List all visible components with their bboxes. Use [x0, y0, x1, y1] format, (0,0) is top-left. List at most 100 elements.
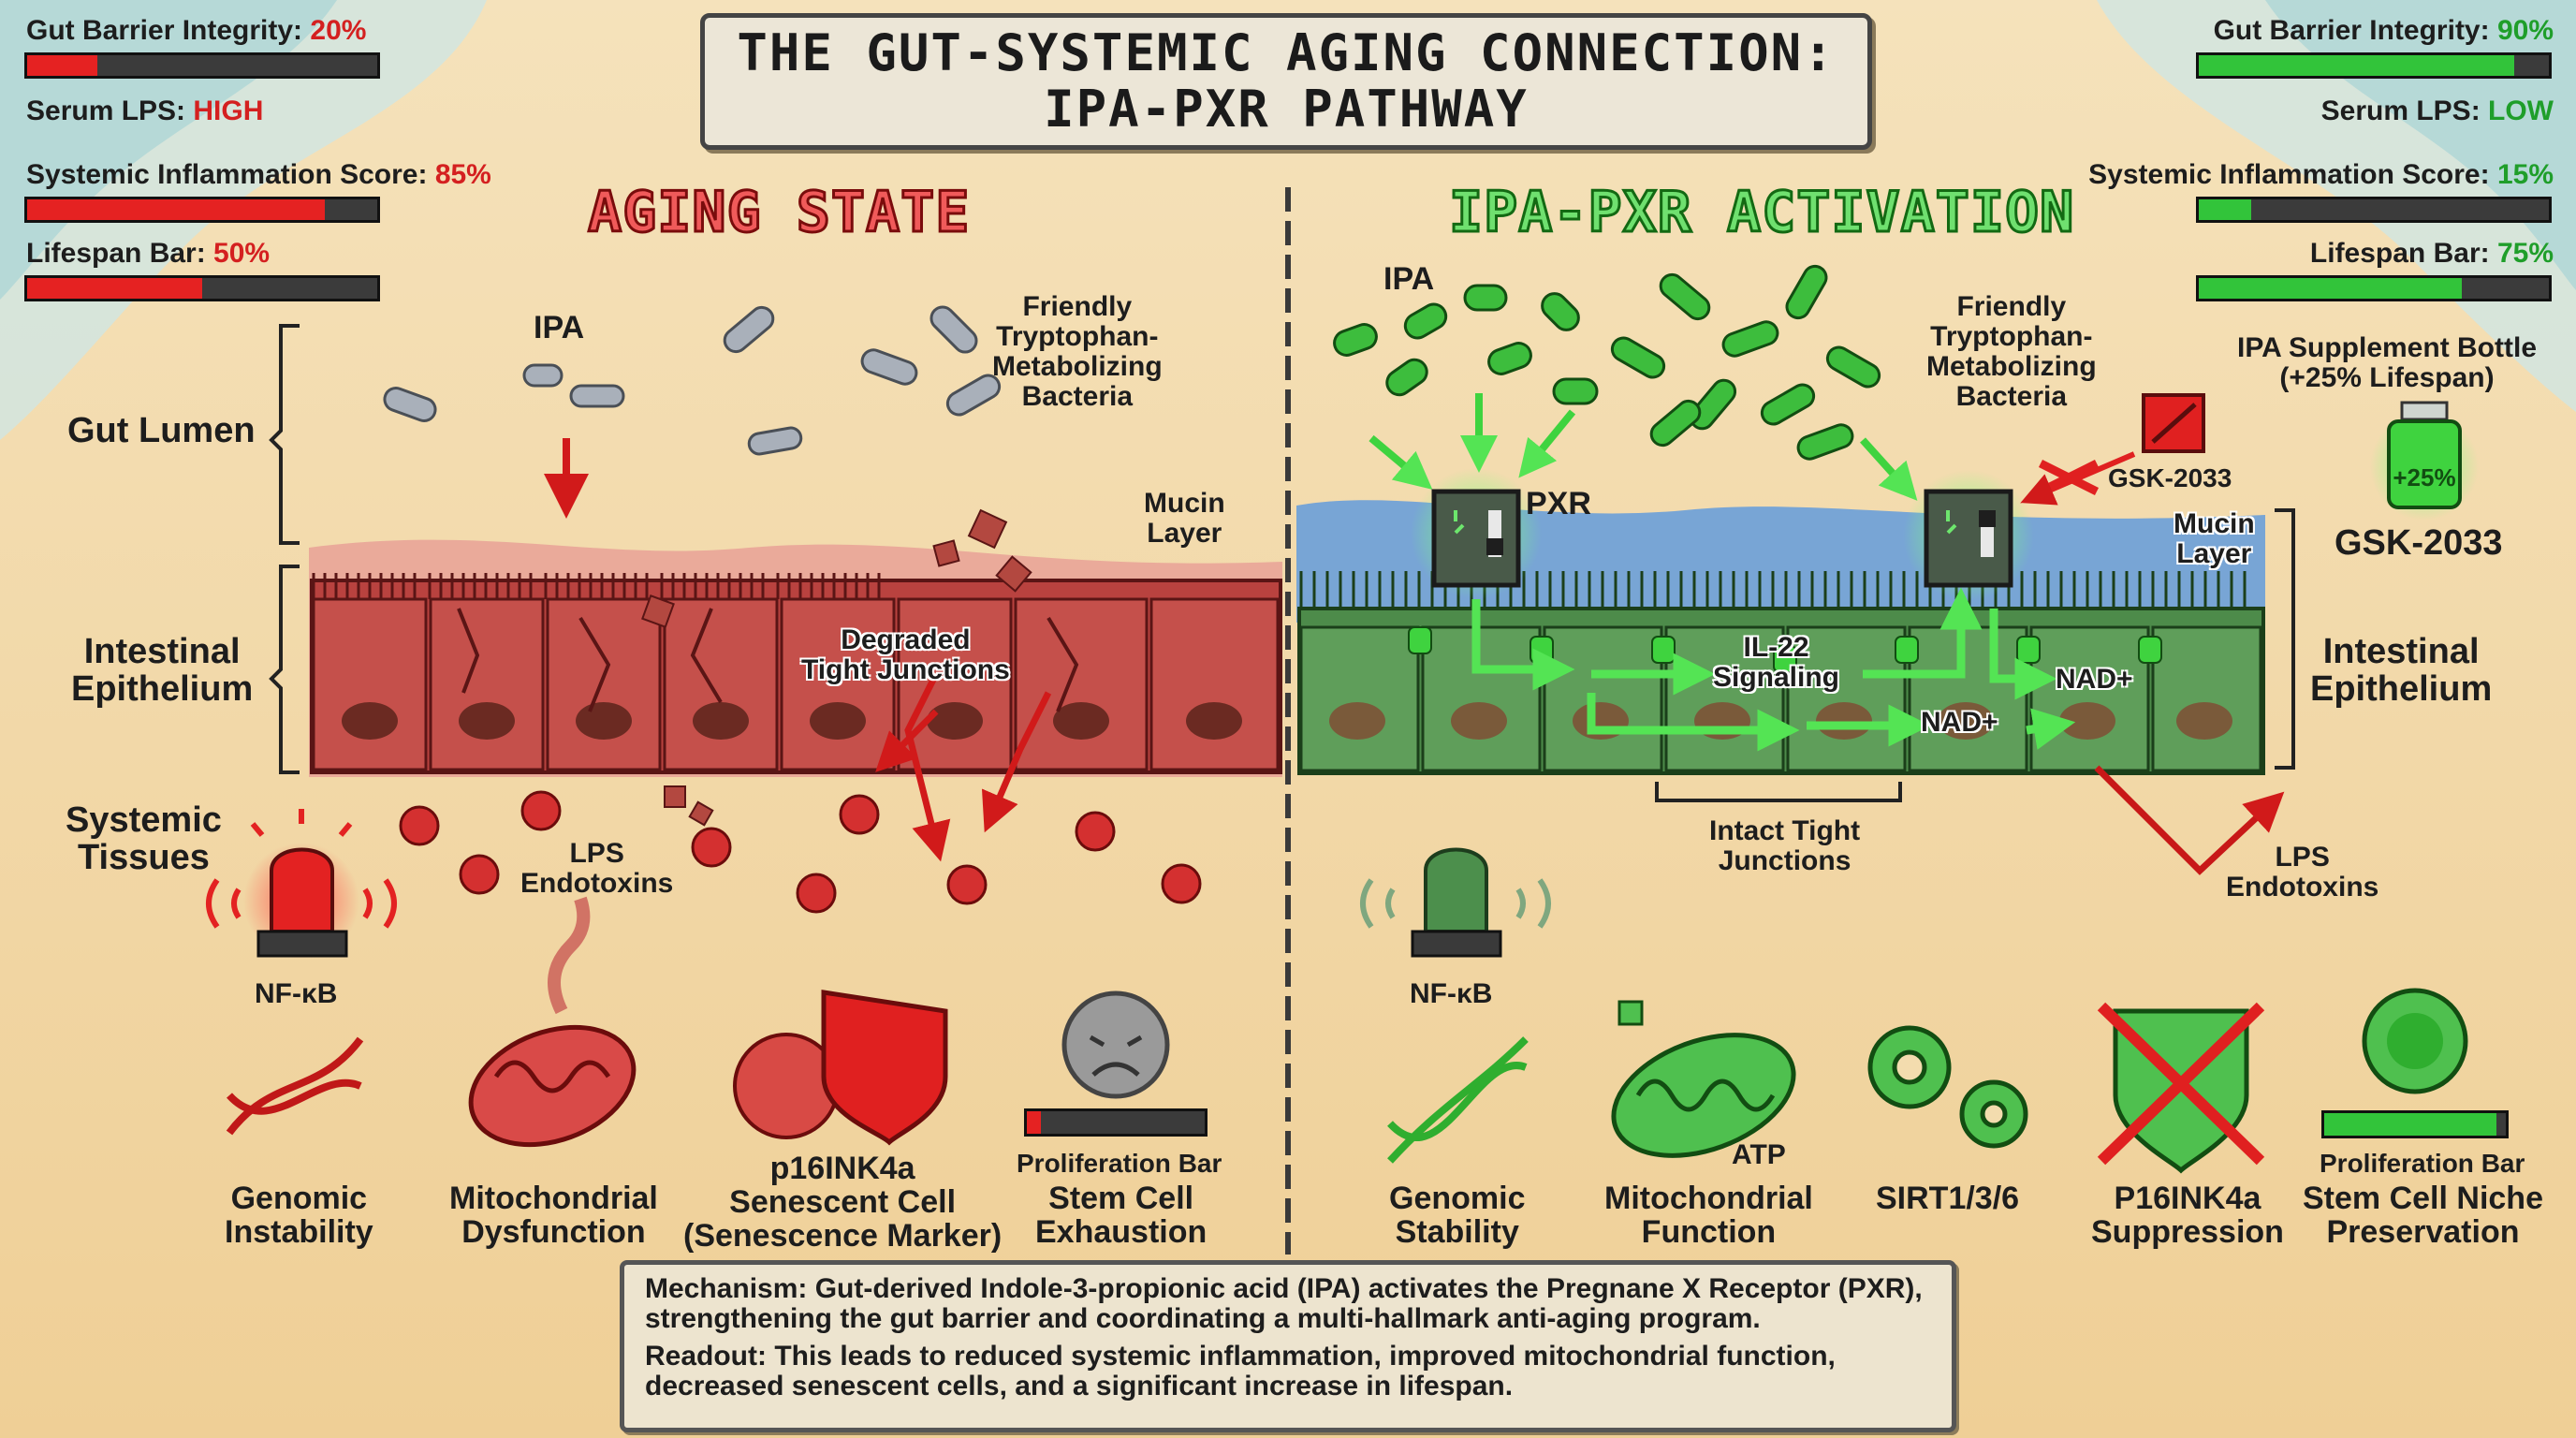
genomic-instability-label: Genomic Instability — [225, 1181, 373, 1250]
dna-stable-icon — [1387, 1036, 1529, 1164]
right-lifespan-value: 75% — [2496, 238, 2554, 269]
left-barrier-label: Gut Barrier Integrity: 20% — [26, 15, 367, 46]
aging-proliferation-label: Proliferation Bar — [1017, 1149, 1222, 1178]
mechanism-text: Mechanism: Gut-derived Indole-3-propioni… — [645, 1273, 1923, 1334]
aging-epithelium — [309, 508, 1282, 827]
epithelium-brace-left — [269, 565, 300, 774]
active-proliferation-fill — [2324, 1113, 2497, 1136]
active-lps-label: LPS Endotoxins — [2226, 842, 2379, 902]
left-lifespan-bar — [24, 275, 380, 301]
right-lifespan-fill — [2199, 278, 2462, 299]
ipa-to-pxr-arrows — [1368, 393, 1918, 501]
aging-ipa-label: IPA — [534, 310, 585, 345]
left-lifespan-label: Lifespan Bar: 50% — [26, 238, 271, 269]
gut-lumen-label: Gut Lumen — [67, 411, 256, 450]
left-barrier-fill — [27, 55, 97, 76]
right-lifespan-label: Lifespan Bar: 75% — [2309, 238, 2554, 269]
degraded-junctions-label: Degraded Tight Junctions — [801, 624, 1010, 685]
left-lifespan-fill — [27, 278, 202, 299]
atp-label: ATP — [1732, 1139, 1786, 1170]
right-barrier-label: Gut Barrier Integrity: 90% — [2213, 15, 2554, 46]
nad-label-1: NAD+ — [2056, 664, 2133, 695]
right-lifespan-bar — [2196, 275, 2552, 301]
left-inflammation-value: 85% — [434, 159, 491, 190]
active-proliferation-bar — [2321, 1110, 2509, 1138]
systemic-tissues-label: Systemic Tissues — [66, 800, 222, 877]
left-lps-label: Serum LPS: HIGH — [26, 95, 264, 126]
intact-junctions-label: Intact Tight Junctions — [1709, 815, 1861, 876]
dna-broken-icon — [226, 1036, 364, 1136]
stem-cell-exhaustion-label: Stem Cell Exhaustion — [1035, 1181, 1208, 1250]
left-inflammation-bar — [24, 197, 380, 223]
right-lps-value: LOW — [2488, 95, 2554, 126]
mitochondrial-function-label: Mitochondrial Function — [1604, 1181, 1813, 1250]
sad-stem-cell-icon — [1061, 990, 1170, 1099]
left-lifespan-value: 50% — [213, 238, 271, 269]
active-epithelium-label: Intestinal Epithelium — [2310, 632, 2493, 709]
dormant-bacteria — [383, 305, 1002, 456]
nad-label-2: NAD+ — [1921, 707, 1998, 738]
active-nfkb-label: NF-κB — [1410, 978, 1493, 1009]
lps-endotoxins-left — [399, 790, 1202, 914]
gsk-inhibitor-icon — [2020, 393, 2205, 506]
senescent-cell-icon — [733, 990, 948, 1146]
right-inflammation-value: 15% — [2496, 159, 2554, 190]
right-inflammation-bar — [2196, 197, 2552, 223]
right-barrier-bar — [2196, 52, 2552, 79]
nfkb-alarm-red — [206, 809, 397, 959]
gsk-small-label: GSK-2033 — [2108, 463, 2232, 492]
title-line-2: IPA-PXR PATHWAY — [1044, 80, 1529, 139]
lps-blocked-arrow — [2094, 765, 2285, 875]
title-panel: THE GUT-SYSTEMIC AGING CONNECTION: IPA-P… — [700, 13, 1872, 150]
mitochondrial-dysfunction-label: Mitochondrial Dysfunction — [449, 1181, 658, 1250]
aging-proliferation-fill — [1027, 1111, 1042, 1134]
right-inflammation-fill — [2199, 199, 2252, 220]
lps-leak-arrows — [875, 672, 1052, 862]
p16-suppressed-icon — [2097, 1002, 2265, 1174]
genomic-stability-label: Genomic Stability — [1389, 1181, 1526, 1250]
epithelium-brace-right — [2275, 508, 2295, 770]
il22-signaling-label: IL-22 Signaling — [1713, 632, 1839, 693]
left-barrier-value: 20% — [310, 15, 367, 46]
aging-nfkb-label: NF-κB — [255, 978, 338, 1009]
active-bacteria-label: Friendly Tryptophan- Metabolizing Bacter… — [1926, 291, 2097, 412]
left-barrier-bar — [24, 52, 380, 79]
title-line-1: THE GUT-SYSTEMIC AGING CONNECTION: — [737, 23, 1836, 82]
sirt-label: SIRT1/3/6 — [1876, 1181, 2020, 1216]
active-ipa-label: IPA — [1383, 261, 1435, 297]
ipa-pxr-activation-heading: IPA-PXR ACTIVATION — [1447, 179, 2075, 247]
left-inflammation-label: Systemic Inflammation Score: 85% — [26, 159, 491, 190]
gut-lumen-brace — [269, 324, 300, 545]
sirtuin-gears-icon — [1867, 1025, 2028, 1149]
pxr-label: PXR — [1526, 486, 1591, 521]
readout-text: Readout: This leads to reduced systemic … — [645, 1341, 1836, 1401]
mechanism-panel: Mechanism: Gut-derived Indole-3-propioni… — [620, 1260, 1956, 1432]
aging-proliferation-bar — [1024, 1108, 1208, 1137]
supplement-label: IPA Supplement Bottle (+25% Lifespan) — [2237, 332, 2538, 393]
active-mucin-label: Mucin Layer — [2174, 508, 2255, 569]
p16-suppression-label: P16INK4a Suppression — [2091, 1181, 2284, 1250]
tight-junction-brace — [1655, 782, 1902, 802]
aging-lps-label: LPS Endotoxins — [520, 838, 674, 899]
ipa-supplement-bottle-icon — [2370, 401, 2479, 521]
aging-bacteria-label: Friendly Tryptophan- Metabolizing Bacter… — [992, 291, 1163, 412]
aging-state-heading: AGING STATE — [586, 179, 971, 247]
left-lps-value: HIGH — [193, 95, 264, 126]
pxr-receptor-2 — [1903, 470, 2034, 601]
right-barrier-value: 90% — [2496, 15, 2554, 46]
mitochondria-healthy-icon — [1611, 1000, 1796, 1158]
aging-epithelium-label: Intestinal Epithelium — [71, 632, 254, 709]
active-bacteria — [1333, 264, 1881, 461]
right-inflammation-label: Systemic Inflammation Score: 15% — [2088, 159, 2554, 190]
mitochondria-damaged-icon — [468, 896, 637, 1148]
active-proliferation-label: Proliferation Bar — [2320, 1149, 2525, 1178]
gsk-large-label: GSK-2033 — [2334, 523, 2503, 563]
left-inflammation-fill — [27, 199, 325, 220]
nfkb-alarm-green — [1360, 847, 1551, 958]
pxr-receptor-1 — [1411, 468, 1542, 599]
aging-mucin-label: Mucin Layer — [1144, 488, 1225, 549]
healthy-stem-cell-icon — [2362, 988, 2468, 1094]
stem-cell-preservation-label: Stem Cell Niche Preservation — [2303, 1181, 2543, 1250]
right-barrier-fill — [2199, 55, 2514, 76]
bottle-percent-label: +25% — [2393, 463, 2456, 492]
